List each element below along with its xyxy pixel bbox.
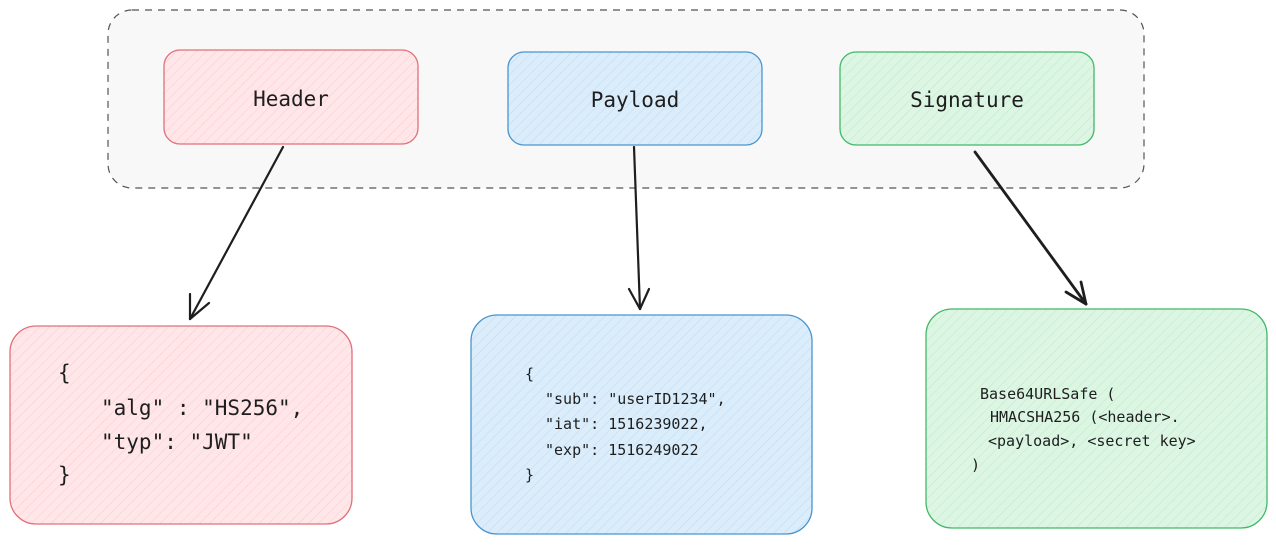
- payload-arrow: [627, 145, 651, 311]
- signature-code-line3: <payload>, <secret key>: [988, 432, 1196, 450]
- header-code-close: }: [58, 463, 71, 487]
- signature-code-line4: ): [971, 456, 980, 474]
- header-arrow: [188, 145, 285, 321]
- payload-part-label: Payload: [591, 88, 680, 112]
- payload-code-exp: "exp": 1516249022: [545, 441, 699, 459]
- header-code-box: { "alg" : "HS256", "typ": "JWT" }: [9, 325, 353, 525]
- signature-part-box: Signature: [839, 51, 1095, 146]
- signature-arrow: [973, 150, 1088, 306]
- payload-part-box: Payload: [507, 51, 763, 146]
- signature-code-box: Base64URLSafe ( HMACSHA256 (<header>. <p…: [925, 308, 1268, 529]
- signature-code-line1: Base64URLSafe (: [980, 385, 1115, 403]
- signature-code-line2: HMACSHA256 (<header>.: [990, 408, 1180, 426]
- payload-code-sub: "sub": "userID1234",: [545, 390, 726, 408]
- signature-part-label: Signature: [910, 88, 1024, 112]
- header-part-label: Header: [253, 87, 329, 111]
- payload-code-iat: "iat": 1516239022,: [545, 415, 708, 433]
- header-code-open: {: [58, 361, 71, 385]
- header-code-alg: "alg" : "HS256",: [101, 396, 303, 420]
- payload-code-box: { "sub": "userID1234", "iat": 1516239022…: [470, 314, 813, 535]
- payload-code-close: }: [525, 466, 534, 484]
- header-code-typ: "typ": "JWT": [101, 430, 253, 454]
- header-part-box: Header: [163, 49, 419, 145]
- payload-code-open: {: [525, 365, 534, 383]
